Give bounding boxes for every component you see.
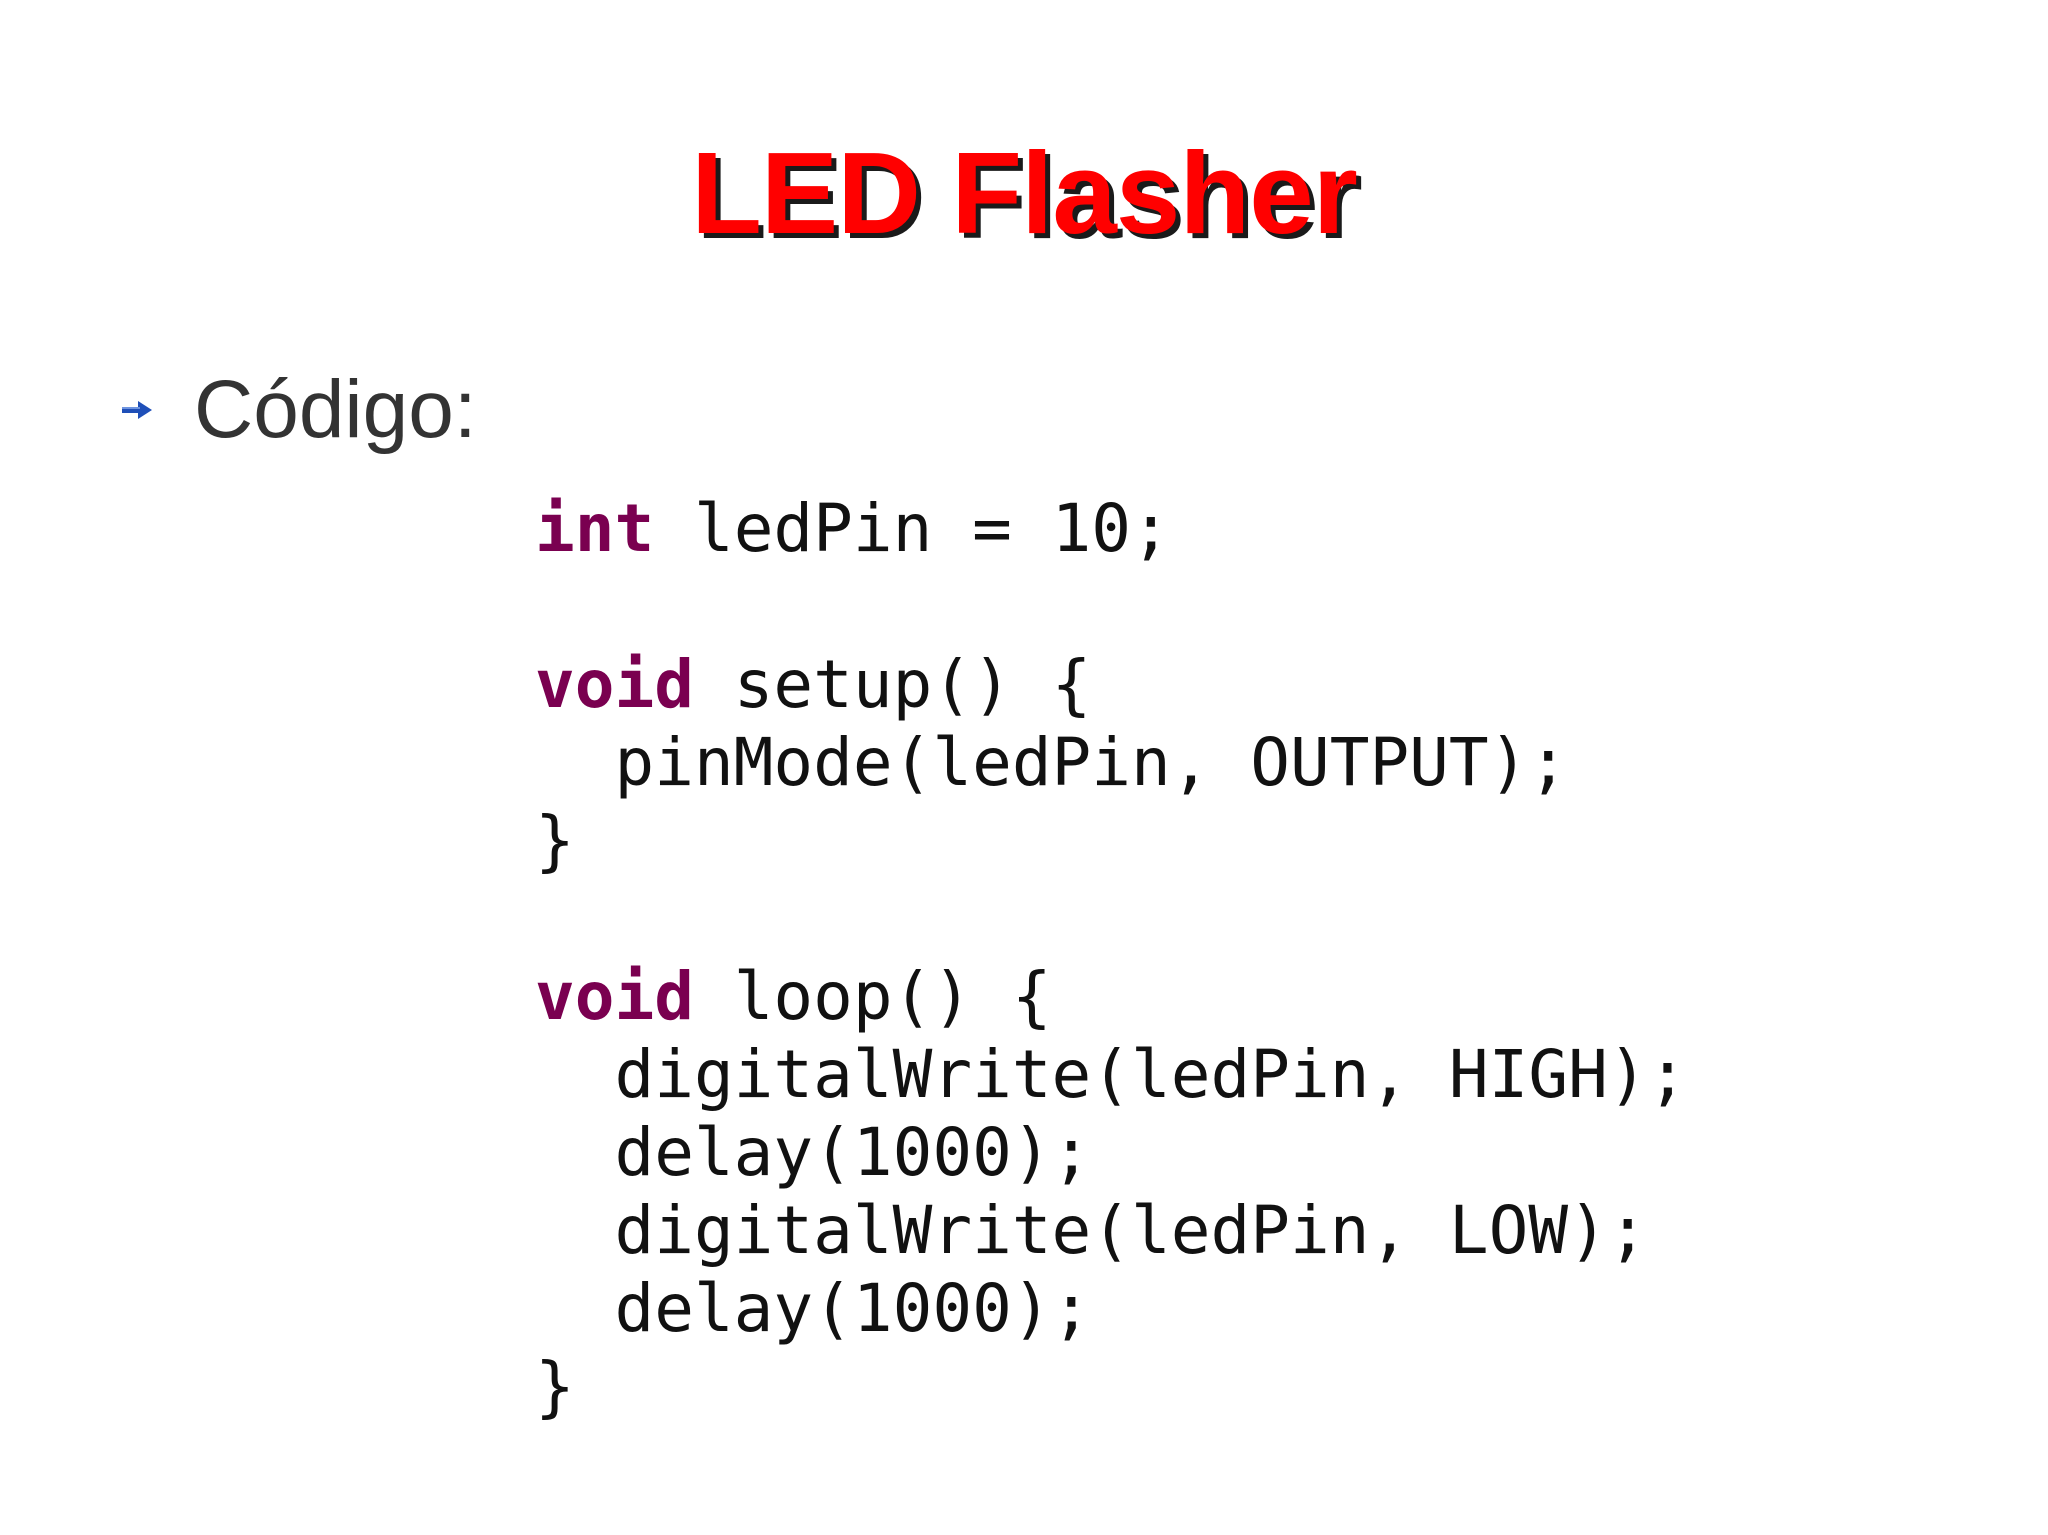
- code-line: }: [535, 802, 1687, 880]
- code-line: void setup() {: [535, 646, 1687, 724]
- code-text: pinMode(ledPin, OUTPUT);: [535, 724, 1569, 801]
- code-line: void loop() {: [535, 958, 1687, 1036]
- code-line: pinMode(ledPin, OUTPUT);: [535, 724, 1687, 802]
- code-line: int ledPin = 10;: [535, 490, 1687, 568]
- code-keyword: int: [535, 490, 655, 567]
- code-text: digitalWrite(ledPin, LOW);: [535, 1192, 1648, 1269]
- bullet-text: Código:: [194, 364, 477, 455]
- code-text: }: [535, 1348, 575, 1425]
- bullet-item: Código:: [120, 360, 477, 460]
- code-text: ledPin = 10;: [654, 490, 1171, 567]
- code-line: delay(1000);: [535, 1270, 1687, 1348]
- code-line: digitalWrite(ledPin, LOW);: [535, 1192, 1687, 1270]
- code-line: }: [535, 1348, 1687, 1426]
- code-line: delay(1000);: [535, 1114, 1687, 1192]
- code-keyword: void: [535, 646, 694, 723]
- code-keyword: void: [535, 958, 694, 1035]
- code-text: digitalWrite(ledPin, HIGH);: [535, 1036, 1688, 1113]
- code-line: [535, 880, 1687, 958]
- code-text: setup() {: [693, 646, 1092, 723]
- code-line: [535, 568, 1687, 646]
- code-block: int ledPin = 10; void setup() { pinMode(l…: [535, 490, 1687, 1426]
- code-text: delay(1000);: [535, 1114, 1092, 1191]
- code-text: loop() {: [693, 958, 1052, 1035]
- slide-title: LED Flasher: [691, 128, 1358, 258]
- arrow-bullet-icon: [120, 398, 156, 422]
- code-text: delay(1000);: [535, 1270, 1092, 1347]
- code-line: digitalWrite(ledPin, HIGH);: [535, 1036, 1687, 1114]
- code-text: }: [535, 802, 575, 879]
